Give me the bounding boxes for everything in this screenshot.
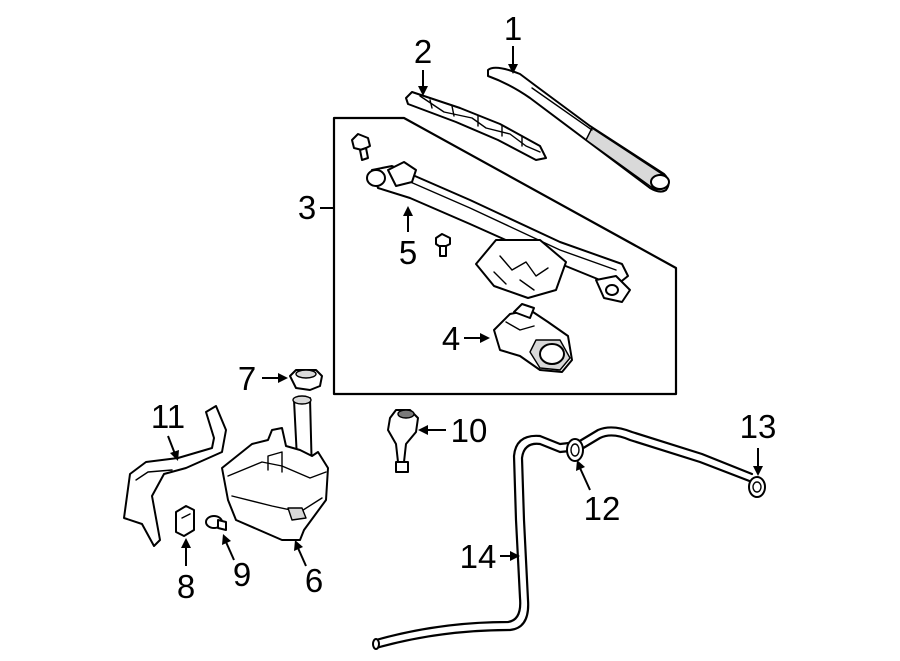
hose-connector <box>748 476 766 498</box>
wiper-linkage-group-outline <box>332 116 678 396</box>
callout-labels: 1 2 3 5 4 7 10 11 8 9 6 12 13 14 <box>151 10 776 605</box>
bolt-lower <box>435 233 451 257</box>
callout-3: 3 <box>298 189 316 226</box>
wiper-blade <box>405 91 547 161</box>
washer-reservoir <box>221 395 329 541</box>
wiper-linkage <box>366 161 631 303</box>
washer-nozzle <box>387 409 419 473</box>
reservoir-bolt <box>205 515 227 531</box>
reservoir-bracket <box>175 505 195 537</box>
callout-10: 10 <box>451 412 488 449</box>
callout-7: 7 <box>238 360 256 397</box>
callout-1: 1 <box>504 10 522 47</box>
washer-hose <box>372 426 754 650</box>
callout-13: 13 <box>740 408 777 445</box>
callout-11: 11 <box>151 398 185 435</box>
reservoir-hose-shield <box>123 405 227 547</box>
reservoir-cap <box>289 369 323 391</box>
callout-12: 12 <box>584 490 621 527</box>
leader-lines <box>167 46 763 567</box>
bolt-upper <box>351 133 371 161</box>
hose-grommet <box>566 438 584 462</box>
callout-6: 6 <box>305 562 323 599</box>
callout-9: 9 <box>233 556 251 593</box>
wiper-motor <box>493 303 573 373</box>
callout-2: 2 <box>414 33 432 70</box>
callout-14: 14 <box>460 538 497 575</box>
callout-4: 4 <box>442 320 460 357</box>
callout-5: 5 <box>399 234 417 271</box>
wiper-arm <box>487 66 670 193</box>
callout-8: 8 <box>177 568 195 605</box>
